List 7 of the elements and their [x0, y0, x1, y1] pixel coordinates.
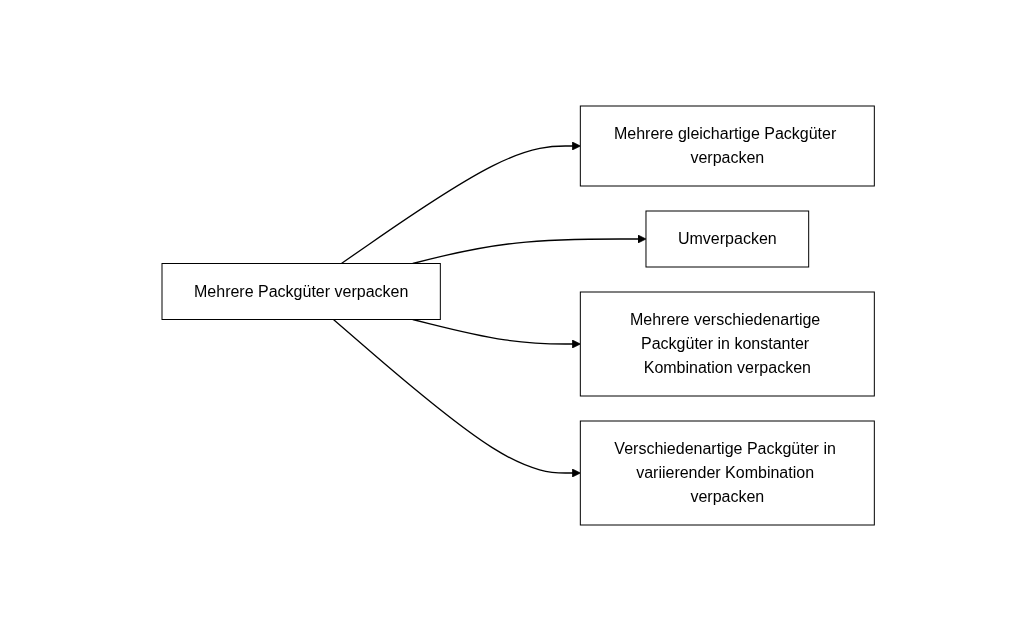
arrow	[340, 141, 581, 264]
arrow	[332, 318, 581, 477]
node-box: Mehrere Packgüter verpacken	[161, 262, 441, 320]
node-box: Umverpacken	[645, 210, 809, 267]
node-box: Verschiedenartige Packgüter in variierender Kombination verpacken	[579, 420, 875, 525]
node-box: Mehrere gleichartige Packgüter verpacken	[579, 105, 875, 186]
node-box: Mehrere verschiedenartige Packgüter in konstanter Kombination verpacken	[579, 291, 875, 396]
